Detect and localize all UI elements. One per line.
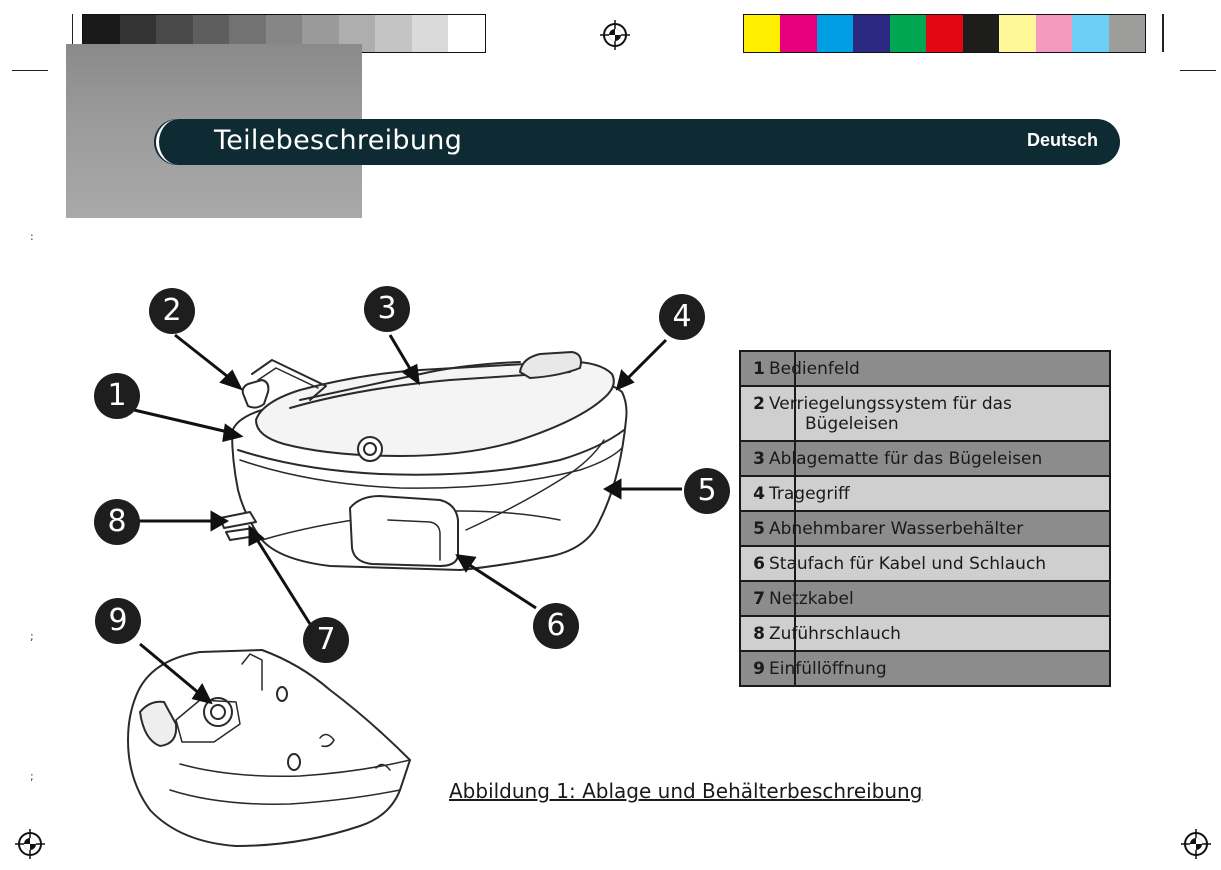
language-label: Deutsch bbox=[1026, 130, 1098, 150]
color-swatch bbox=[448, 15, 486, 52]
section-header: Teilebeschreibung Deutsch bbox=[156, 119, 1120, 165]
crop-mark bbox=[72, 14, 73, 52]
process-color-bar bbox=[743, 14, 1146, 53]
callout-6: 6 bbox=[533, 603, 579, 649]
color-swatch bbox=[853, 15, 890, 52]
crop-mark bbox=[12, 70, 48, 71]
margin-char: ; bbox=[30, 630, 34, 643]
color-swatch bbox=[962, 15, 1000, 52]
color-swatch bbox=[926, 15, 963, 52]
margin-char: ; bbox=[30, 770, 34, 783]
callout-7: 7 bbox=[303, 617, 349, 663]
color-swatch bbox=[889, 15, 927, 52]
registration-mark-icon bbox=[1181, 829, 1211, 859]
color-swatch bbox=[1108, 15, 1145, 52]
crop-mark bbox=[1180, 70, 1216, 71]
table-divider bbox=[794, 352, 796, 685]
callout-3: 3 bbox=[364, 286, 410, 332]
margin-char: : bbox=[30, 230, 34, 243]
registration-mark-icon bbox=[15, 829, 45, 859]
color-swatch bbox=[411, 15, 449, 52]
crop-mark bbox=[1162, 14, 1164, 52]
section-title: Teilebeschreibung bbox=[214, 125, 463, 156]
callout-8: 8 bbox=[94, 499, 140, 545]
callout-4: 4 bbox=[659, 294, 705, 340]
color-swatch bbox=[780, 15, 817, 52]
callout-2: 2 bbox=[149, 288, 195, 334]
color-swatch bbox=[744, 15, 781, 52]
color-swatch bbox=[1072, 15, 1109, 52]
callout-5: 5 bbox=[684, 468, 730, 514]
color-swatch bbox=[816, 15, 854, 52]
color-swatch bbox=[1035, 15, 1073, 52]
callout-9: 9 bbox=[95, 598, 141, 644]
registration-mark-icon bbox=[600, 20, 630, 50]
color-swatch bbox=[375, 15, 412, 52]
callout-1: 1 bbox=[94, 373, 140, 419]
figure-caption: Abbildung 1: Ablage und Behälterbeschrei… bbox=[449, 779, 923, 803]
color-swatch bbox=[999, 15, 1036, 52]
